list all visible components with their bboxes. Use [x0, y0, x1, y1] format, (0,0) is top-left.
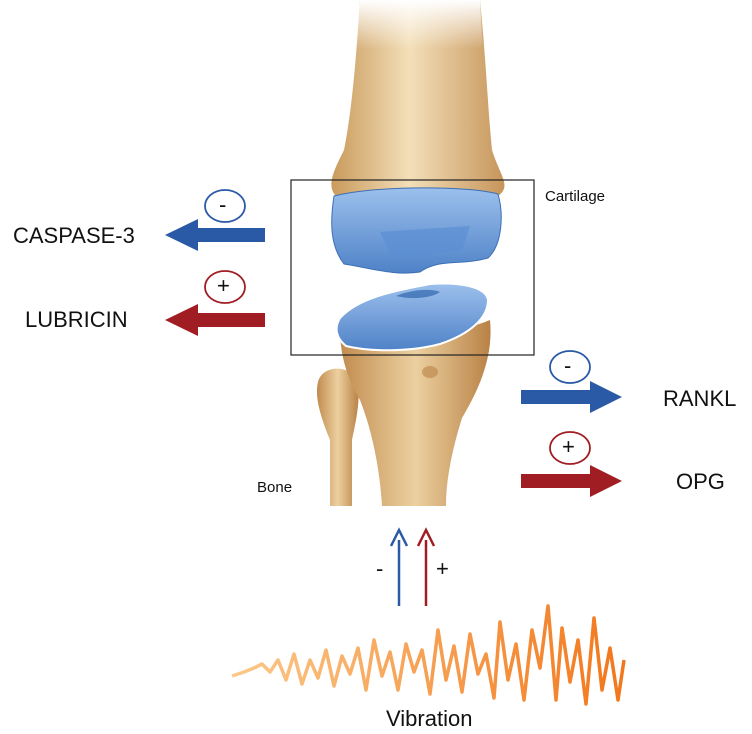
rankl-arrow: [521, 381, 622, 413]
opg-sign: +: [562, 434, 575, 460]
vibration-plus-sign: +: [436, 556, 449, 582]
vibration-wave: [232, 606, 624, 704]
caspase-label: CASPASE-3: [13, 223, 135, 249]
lubricin-arrow: [165, 304, 265, 336]
femur-bone: [331, 0, 504, 196]
bone-label: Bone: [257, 479, 292, 496]
vibration-minus-sign: -: [376, 556, 383, 582]
rankl-label: RANKL: [663, 386, 736, 412]
femoral-cartilage: [332, 188, 501, 273]
caspase-arrow: [165, 219, 265, 251]
vibration-blue-arrow: [391, 530, 407, 606]
lubricin-sign: +: [217, 273, 230, 299]
vibration-label: Vibration: [386, 706, 472, 732]
rankl-sign: -: [564, 353, 571, 379]
caspase-sign: -: [219, 192, 226, 218]
fibula-bone: [317, 369, 359, 506]
cartilage-label: Cartilage: [545, 188, 605, 205]
vibration-red-arrow: [418, 530, 434, 606]
opg-arrow: [521, 465, 622, 497]
opg-label: OPG: [676, 469, 725, 495]
lubricin-label: LUBRICIN: [25, 307, 128, 333]
